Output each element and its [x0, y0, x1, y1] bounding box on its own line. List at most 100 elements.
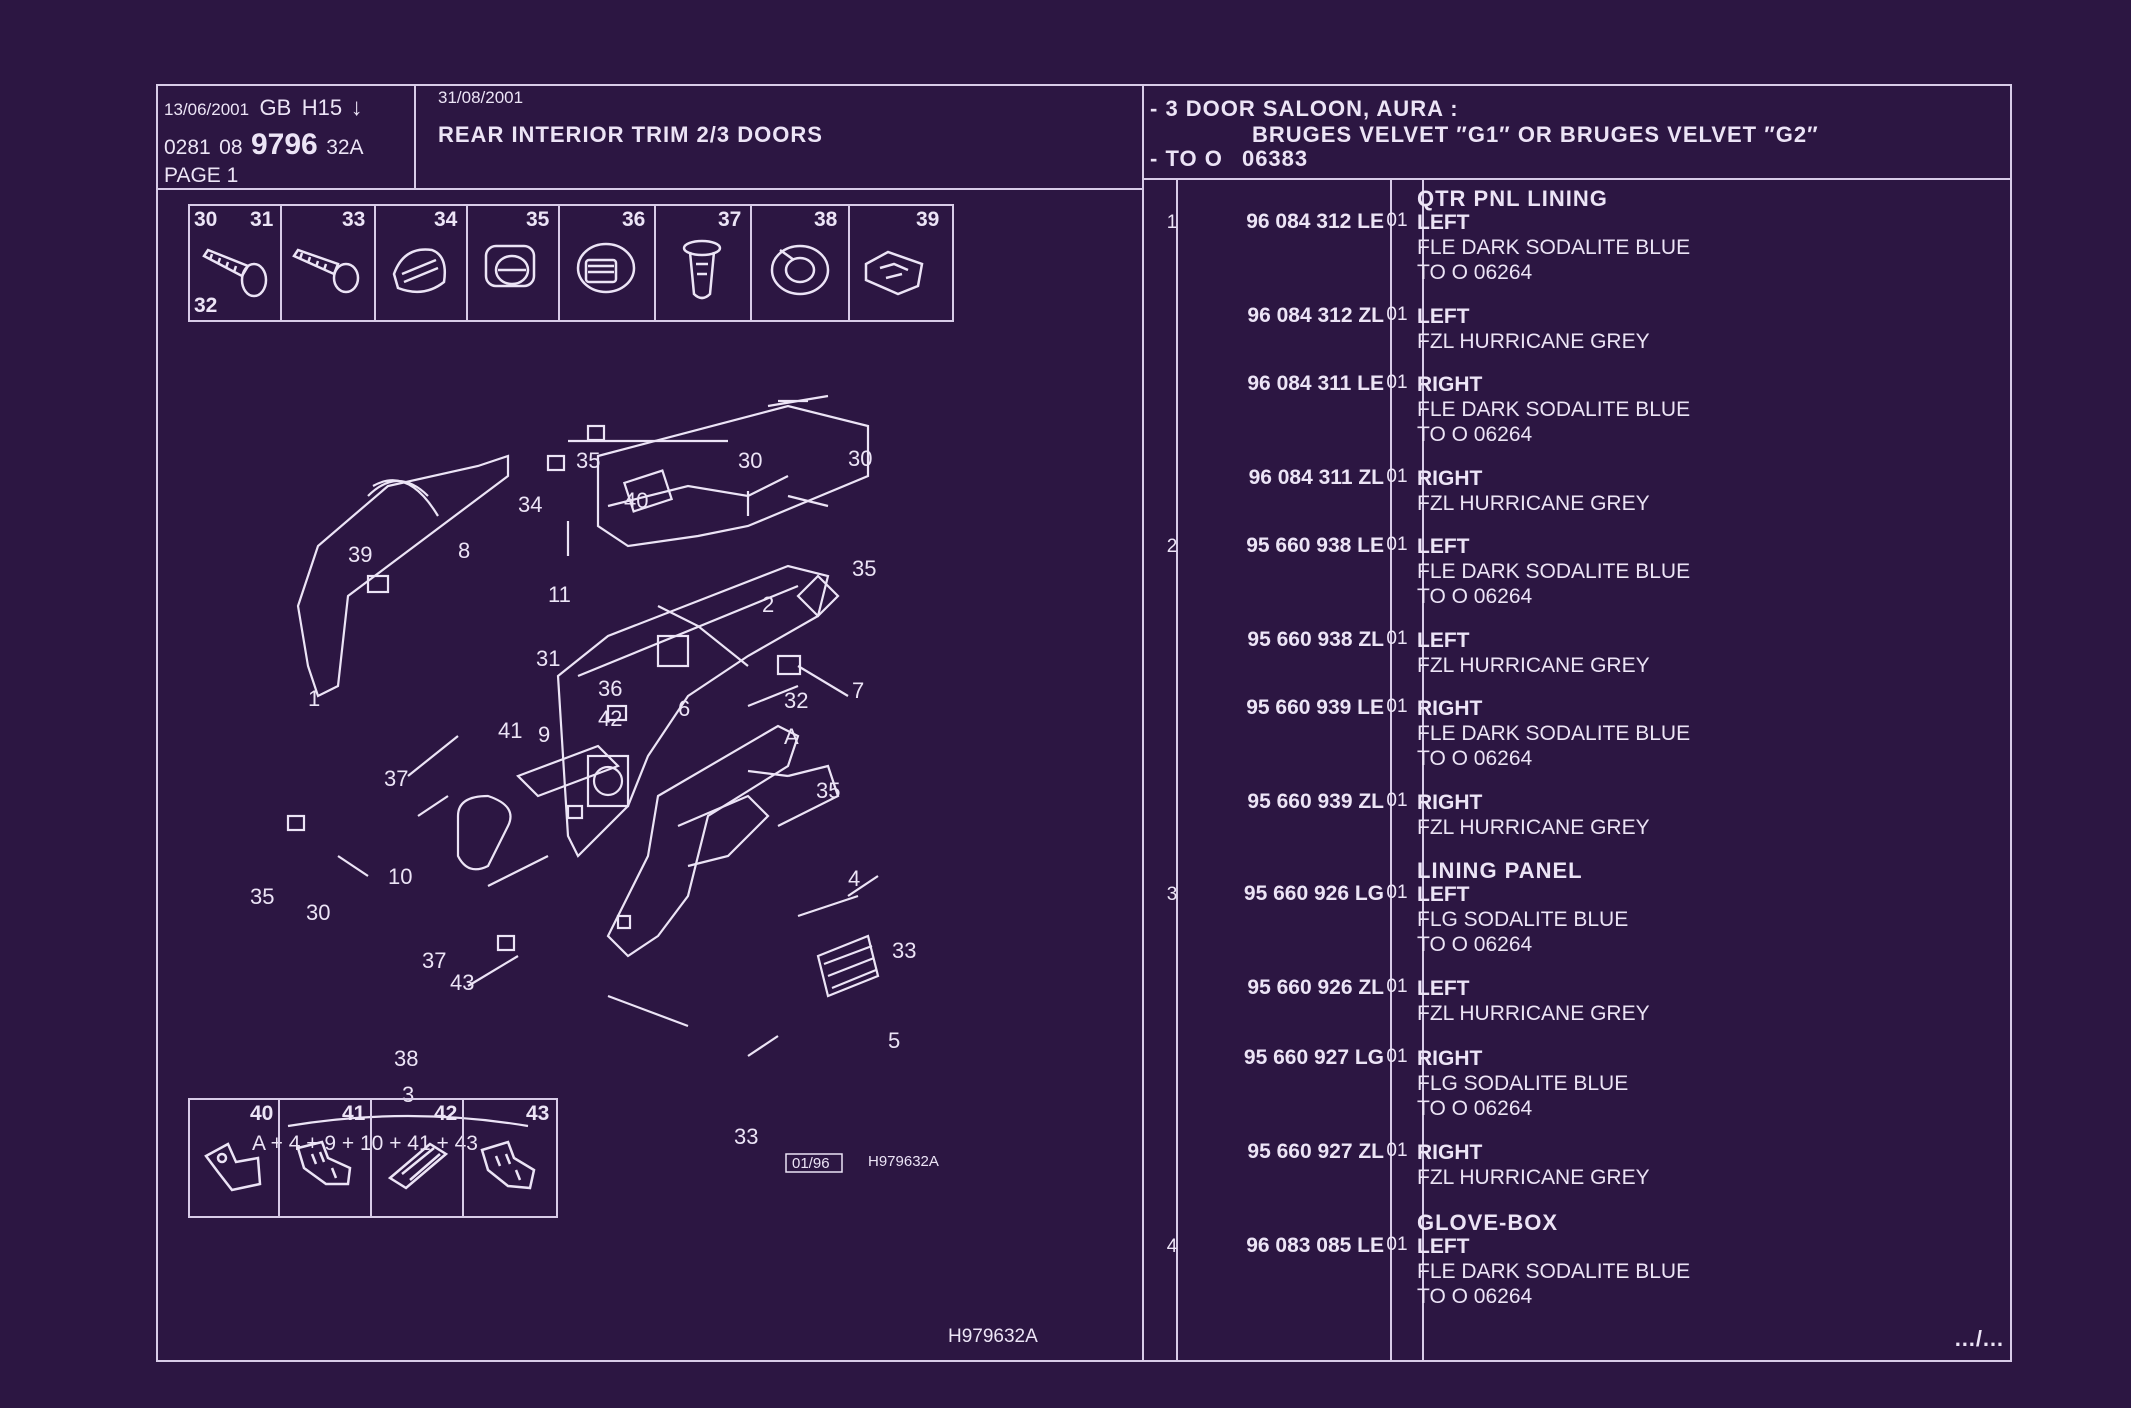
- part-number: 96 084 311 ZL: [1248, 466, 1384, 489]
- callout-36: 36: [598, 676, 622, 701]
- spec-line3-prefix: - TO O: [1150, 146, 1223, 171]
- screw-icon: [292, 248, 360, 294]
- header-divider-right: [1142, 178, 2012, 180]
- clip-icon: [387, 1142, 449, 1190]
- callout-4: 4: [848, 866, 860, 891]
- part-number: 96 083 085 LE: [1246, 1234, 1384, 1257]
- header-ref-suffix: 32A: [326, 136, 364, 159]
- icon-cell-33: 33: [282, 206, 376, 320]
- part-number: 95 660 926 ZL: [1247, 976, 1384, 999]
- callout-31: 31: [536, 646, 560, 671]
- callout-9: 9: [538, 722, 550, 747]
- desc-line: TO O 06264: [1417, 423, 1533, 446]
- icon-num: 30: [194, 208, 218, 231]
- header-date1: 13/06/2001: [164, 100, 250, 119]
- page-title: REAR INTERIOR TRIM 2/3 DOORS: [438, 122, 823, 147]
- callout-41: 41: [498, 718, 522, 743]
- bracket-icon: [864, 250, 924, 296]
- icon-cell-30-31: 30 31 32: [190, 206, 282, 320]
- quantity: 01: [1386, 696, 1408, 717]
- table-col-line1: [1176, 178, 1178, 1362]
- callout-37b: 37: [422, 948, 446, 973]
- parts-catalog-sheet: 13/06/2001 GB H15 ↓ 0281 08 9796 32A PAG…: [156, 84, 2012, 1362]
- diagram-code-bottom: H979632A: [948, 1326, 1038, 1347]
- callout-37: 37: [384, 766, 408, 791]
- icon-cell-35: 35: [468, 206, 560, 320]
- side-label: LEFT: [1417, 1235, 1470, 1258]
- part-number: 95 660 927 LG: [1243, 1046, 1384, 1069]
- side-label: LEFT: [1417, 305, 1470, 328]
- header-lang: GB: [259, 95, 292, 120]
- continue-marker: …/…: [1953, 1326, 2004, 1351]
- icon-num: 39: [916, 208, 940, 231]
- desc-line: TO O 06264: [1417, 585, 1533, 608]
- desc-line: TO O 06264: [1417, 1285, 1533, 1308]
- callout-35d: 35: [250, 884, 274, 909]
- part-number: 95 660 939 LE: [1246, 696, 1384, 719]
- callout-39: 39: [348, 542, 372, 567]
- quantity: 01: [1386, 1046, 1408, 1067]
- part-number: 95 660 926 LG: [1243, 882, 1384, 905]
- header-divider-left: [158, 188, 1144, 190]
- icon-cell-36: 36: [560, 206, 656, 320]
- description: RIGHT FZL HURRICANE GREY: [1417, 1140, 1650, 1190]
- header-arrow: ↓: [350, 94, 363, 121]
- quantity: 01: [1386, 628, 1408, 649]
- part-number: 95 660 939 ZL: [1247, 790, 1384, 813]
- desc-line: FZL HURRICANE GREY: [1417, 654, 1650, 677]
- callout-3: 3: [402, 1082, 414, 1107]
- main-divider: [1142, 86, 1144, 1362]
- row-index: 2: [1166, 536, 1178, 557]
- icon-cell-38: 38: [752, 206, 850, 320]
- spec-line2: BRUGES VELVET ″G1″ OR BRUGES VELVET ″G2″: [1252, 122, 1819, 147]
- description: RIGHT FLE DARK SODALITE BLUE TO O 06264: [1417, 696, 1690, 771]
- header-date2: 31/08/2001: [438, 88, 524, 107]
- row-index: 3: [1166, 884, 1178, 905]
- part-number: 96 084 312 LE: [1246, 210, 1384, 233]
- spec-line3-value: 06383: [1241, 146, 1309, 171]
- table-col-line2: [1390, 178, 1392, 1362]
- part-number: 95 660 927 ZL: [1247, 1140, 1384, 1163]
- desc-line: FZL HURRICANE GREY: [1417, 816, 1650, 839]
- icon-num: 35: [526, 208, 550, 231]
- callout-7: 7: [852, 678, 864, 703]
- spec-line1: - 3 DOOR SALOON, AURA :: [1150, 96, 1459, 121]
- icon-num: 40: [250, 1102, 274, 1125]
- callout-35b: 35: [852, 556, 876, 581]
- icon-num: 37: [718, 208, 742, 231]
- callout-35: 35: [576, 448, 600, 473]
- date-box-label: 01/96: [792, 1155, 830, 1172]
- quantity: 01: [1386, 882, 1408, 903]
- callout-8: 8: [458, 538, 470, 563]
- callout-35c: 35: [816, 778, 840, 803]
- side-label: RIGHT: [1417, 467, 1483, 490]
- description: LEFT FLE DARK SODALITE BLUE TO O 06264: [1417, 1234, 1690, 1309]
- description: RIGHT FZL HURRICANE GREY: [1417, 790, 1650, 840]
- side-label: LEFT: [1417, 211, 1470, 234]
- part-number: 96 084 312 ZL: [1247, 304, 1384, 327]
- desc-line: FZL HURRICANE GREY: [1417, 1002, 1650, 1025]
- icon-cell-41: 41: [280, 1100, 372, 1216]
- description: LEFT FZL HURRICANE GREY: [1417, 628, 1650, 678]
- icon-num: 34: [434, 208, 458, 231]
- icon-cell-39: 39: [850, 206, 952, 320]
- callout-40: 40: [624, 488, 648, 513]
- desc-line: FLG SODALITE BLUE: [1417, 908, 1629, 931]
- side-label: LEFT: [1417, 977, 1470, 1000]
- callout-30: 30: [738, 448, 762, 473]
- header-divider-v1: [414, 86, 416, 188]
- description: LEFT FLG SODALITE BLUE TO O 06264: [1417, 882, 1628, 957]
- callout-33b: 33: [734, 1124, 758, 1149]
- icon-num: 33: [342, 208, 366, 231]
- part-number: 95 660 938 LE: [1246, 534, 1384, 557]
- quantity: 01: [1386, 790, 1408, 811]
- header-model: H15: [301, 95, 343, 120]
- quantity: 01: [1386, 372, 1408, 393]
- callout-10: 10: [388, 864, 412, 889]
- description: LEFT FLE DARK SODALITE BLUE TO O 06264: [1417, 210, 1690, 285]
- side-label: LEFT: [1417, 883, 1470, 906]
- part-number: 96 084 311 LE: [1247, 372, 1384, 395]
- desc-line: FZL HURRICANE GREY: [1417, 492, 1650, 515]
- callout-30b: 30: [848, 446, 872, 471]
- description: LEFT FZL HURRICANE GREY: [1417, 976, 1650, 1026]
